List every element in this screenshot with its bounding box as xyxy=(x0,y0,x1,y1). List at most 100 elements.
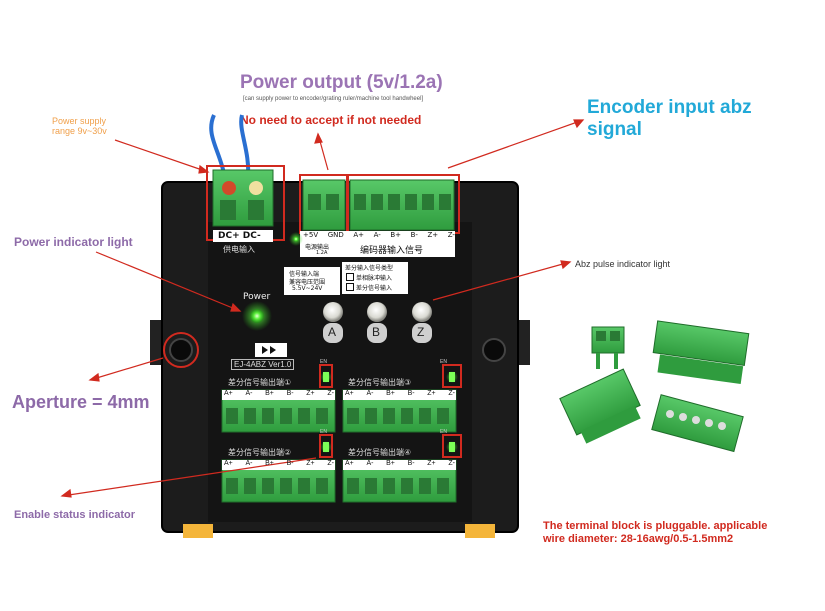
output-pins-1: A+ A- B+ B- Z+ Z- xyxy=(224,390,334,397)
wire-blue-1 xyxy=(209,114,227,179)
aperture-label: Aperture = 4mm xyxy=(12,392,150,412)
model-label: EJ-4ABZ Ver1.0 xyxy=(231,359,295,370)
terminal-example-6pin-b xyxy=(559,368,641,444)
pin-label: Z- xyxy=(327,460,334,467)
pin-label: +5V xyxy=(303,231,319,239)
power-output-terminal xyxy=(302,179,346,231)
pin-label-strip xyxy=(300,231,455,241)
terminal-note-line1: The terminal block is pluggable. applica… xyxy=(543,520,768,532)
pin-label: B- xyxy=(407,460,415,467)
output-label-4: 差分信号输出端④ xyxy=(348,448,412,457)
single-ended-option: 单相脉冲输入 xyxy=(356,275,393,282)
output-pins-3: A+ A- B+ B- Z+ Z- xyxy=(345,390,455,397)
encoder-label: 编码器输入信号 xyxy=(360,246,424,256)
top-pin-labels: +5V GND A+ A- B+ B- Z+ Z- xyxy=(303,231,455,239)
terminal-example-6pin-a xyxy=(652,320,750,385)
led-a xyxy=(323,302,343,322)
pin-label: B+ xyxy=(386,390,395,397)
output-pins-4: A+ A- B+ B- Z+ Z- xyxy=(345,460,455,467)
differential-option: 差分信号输入 xyxy=(356,285,393,292)
en-label-1: EN xyxy=(320,359,327,365)
pwr-out-led xyxy=(293,236,299,242)
power-supply-label-line1: Power supply xyxy=(52,116,107,126)
power-out-spec: 1.2A xyxy=(316,250,328,256)
power-indicator-label: Power indicator light xyxy=(14,235,133,249)
pin-label: B- xyxy=(286,390,294,397)
pin-label: B- xyxy=(286,460,294,467)
aperture-highlight xyxy=(163,332,199,368)
dc-terminal-label: DC+ DC- xyxy=(218,231,261,241)
led-b xyxy=(367,302,387,322)
pin-label: A- xyxy=(245,390,253,397)
checkbox-icon xyxy=(346,283,354,291)
en-led-1 xyxy=(319,364,333,388)
encoder-input-title: Encoder input abz xyxy=(587,97,752,118)
terminal-example-2pin xyxy=(591,326,625,369)
pin-label: B+ xyxy=(265,390,274,397)
enable-status-label: Enable status indicator xyxy=(14,509,136,521)
pin-label: Z+ xyxy=(427,460,436,467)
pin-label: Z- xyxy=(448,390,455,397)
wire-blue-2 xyxy=(239,114,251,179)
pin-label: Z+ xyxy=(306,390,315,397)
output-label-1: 差分信号输出端① xyxy=(228,378,292,387)
pin-label: B- xyxy=(410,231,418,239)
led-z xyxy=(412,302,432,322)
supply-input-label: 供电输入 xyxy=(223,245,255,254)
pin-label: Z+ xyxy=(427,390,436,397)
mount-hole-right xyxy=(482,338,506,362)
power-output-subtitle: [can supply power to encoder/grating rul… xyxy=(243,96,424,102)
brand-logo-mark xyxy=(262,346,276,354)
pin-label: B+ xyxy=(390,231,401,239)
led-z-label: Z xyxy=(417,325,425,339)
pin-label: A- xyxy=(366,390,374,397)
power-out-label: 电源输出 xyxy=(305,244,330,251)
encoder-input-signal: signal xyxy=(587,119,642,140)
dc-input-terminal xyxy=(212,169,274,227)
abz-indicator-label: Abz pulse indicator light xyxy=(575,259,671,269)
pin-label: Z+ xyxy=(427,231,439,239)
en-label-2: EN xyxy=(320,429,327,435)
diff-type-title: 差分输入信号类型 xyxy=(345,265,394,272)
dc-label-strip xyxy=(213,230,273,242)
foot-left xyxy=(183,524,213,538)
no-need-note: No need to accept if not needed xyxy=(240,113,422,127)
pin-label: A+ xyxy=(345,460,354,467)
en-led-2 xyxy=(319,434,333,458)
led-b-label: B xyxy=(372,325,381,339)
annotation-arrows xyxy=(60,119,585,498)
en-label-3: EN xyxy=(440,359,447,365)
power-output-title: Power output (5v/1.2a) xyxy=(240,72,443,93)
pin-label: Z- xyxy=(327,390,334,397)
en-led-3 xyxy=(442,364,462,388)
pin-label: A+ xyxy=(353,231,364,239)
power-supply-label-line2: range 9v~30v xyxy=(52,126,107,136)
output-label-3: 差分信号输出端③ xyxy=(348,378,412,387)
checkbox-icon xyxy=(346,273,354,281)
voltage-label-box xyxy=(284,267,340,295)
pin-label: A- xyxy=(373,231,381,239)
voltage-range-value: 5.5V~24V xyxy=(292,285,323,292)
pin-label: B+ xyxy=(265,460,274,467)
pin-label: Z- xyxy=(447,231,455,239)
pin-label: A- xyxy=(245,460,253,467)
pin-label: Z+ xyxy=(306,460,315,467)
encoder-label-strip xyxy=(300,241,455,257)
pin-label: B- xyxy=(407,390,415,397)
pin-label: GND xyxy=(327,231,344,239)
terminal-example-6pin-c xyxy=(651,394,744,453)
voltage-range-label: 兼容电压范围 xyxy=(289,279,326,286)
led-z-label-bg xyxy=(412,323,432,343)
foot-right xyxy=(465,524,495,538)
encoder-input-terminal xyxy=(349,179,455,231)
pin-label: A+ xyxy=(224,460,233,467)
pin-label: A+ xyxy=(345,390,354,397)
power-led-label: Power xyxy=(243,292,271,302)
output-block-2 xyxy=(221,459,336,503)
en-led-4 xyxy=(442,434,462,458)
terminal-note-line2: wire diameter: 28-16awg/0.5-1.5mm2 xyxy=(543,533,734,545)
pin-label: A- xyxy=(366,460,374,467)
en-label-4: EN xyxy=(440,429,447,435)
signal-input-label: 信号输入端 xyxy=(289,271,320,278)
